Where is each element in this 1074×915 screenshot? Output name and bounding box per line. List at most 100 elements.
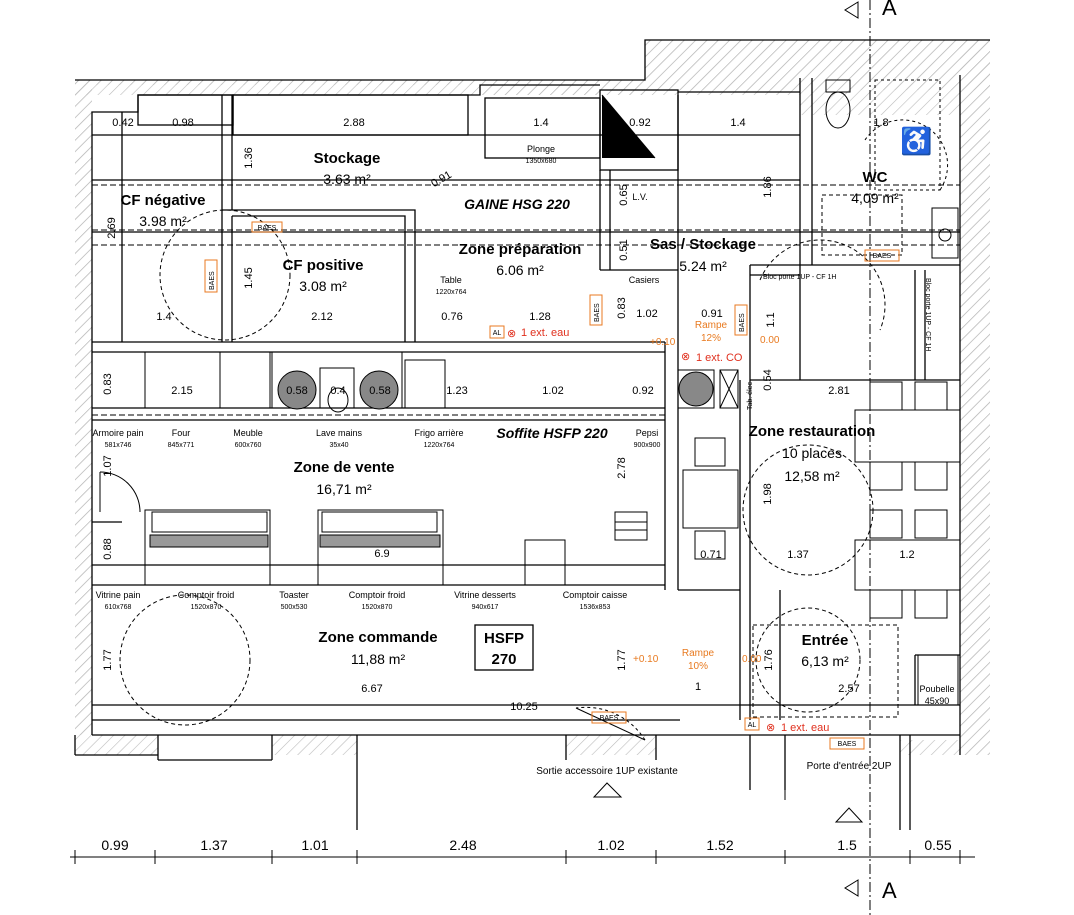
- dim-label: 0.88: [102, 538, 114, 559]
- baes-label: BAES: [258, 225, 277, 232]
- equip-table: Table: [440, 275, 462, 285]
- dim-label: 1.28: [529, 311, 550, 323]
- equip-comptoir-froid-2: Comptoir froid: [349, 590, 406, 600]
- tab-elec-label: Tab. élec: [747, 381, 754, 410]
- gaine-lines: [92, 184, 960, 416]
- sortie-accessoire-label: Sortie accessoire 1UP existante: [536, 766, 678, 777]
- hsfp-box-line1: HSFP: [484, 630, 524, 647]
- extinguisher-icon: ⊗: [766, 722, 775, 734]
- room-wc-area: 4,09 m²: [851, 190, 899, 206]
- dim-label: 1.76: [763, 649, 775, 670]
- room-labels: Stockage 3.63 m² CF négative 3.98 m² CF …: [120, 150, 899, 671]
- dim-label: 1: [695, 681, 701, 693]
- bottom-dim: 1.02: [597, 837, 624, 853]
- equip-toaster: Toaster: [279, 590, 309, 600]
- bottom-dim: 1.52: [706, 837, 733, 853]
- dim-label: 10.25: [510, 701, 538, 713]
- dim-label: 1.36: [243, 147, 255, 168]
- rampe-bottom-pct: 10%: [688, 661, 708, 672]
- level-000: 0.00: [760, 335, 780, 346]
- exterior-walls: [75, 40, 990, 755]
- ext-eau-label: 1 ext. eau: [521, 327, 569, 339]
- bottom-dim: 0.99: [101, 837, 128, 853]
- room-cf-positive-area: 3.08 m²: [299, 278, 347, 294]
- room-stockage-area: 3.63 m²: [323, 171, 371, 187]
- equip-comptoir-froid-1: Comptoir froid: [178, 590, 235, 600]
- room-vente-area: 16,71 m²: [316, 481, 372, 497]
- dim-label: 1.98: [762, 483, 774, 504]
- equip-comptoir-caisse: Comptoir caisse: [563, 590, 628, 600]
- equip-lave-mains: Lave mains: [316, 428, 363, 438]
- dim-label: 1.4: [730, 117, 745, 129]
- rampe-top-pct: 12%: [701, 333, 721, 344]
- room-sas-name: Sas / Stockage: [650, 236, 756, 253]
- equip-armoire-pain-size: 581x746: [105, 442, 132, 449]
- counters: [144, 509, 648, 586]
- room-cf-negative-name: CF négative: [120, 192, 205, 209]
- dim-label: 2.69: [106, 217, 118, 238]
- ext-co2-label: 1 ext. CO: [696, 352, 743, 364]
- dim-label: 0.98: [172, 117, 193, 129]
- dim-label: 1.23: [446, 385, 467, 397]
- wc-fixtures: [821, 79, 959, 259]
- equip-vitrine-pain-size: 610x768: [105, 604, 132, 611]
- dim-label: 1.07: [102, 455, 114, 476]
- bloc-porte-label: Bloc porte 1UP - CF 1H: [763, 274, 836, 281]
- rampe-top-name: Rampe: [695, 320, 728, 331]
- room-vente-name: Zone de vente: [294, 459, 395, 476]
- exit-arrow-2: [834, 807, 864, 823]
- dim-label: 1.45: [243, 267, 255, 288]
- equip-pepsi: Pepsi: [636, 428, 659, 438]
- dim-label: 1.1: [765, 312, 777, 327]
- equip-casiers: Casiers: [629, 275, 660, 285]
- hsfp-box-line2: 270: [491, 651, 516, 668]
- baes-label: BAES: [600, 715, 619, 722]
- bottom-dim: 1.5: [837, 837, 857, 853]
- baes-label: BAES: [838, 741, 857, 748]
- baes-label: BAES: [594, 303, 601, 322]
- equip-lave-mains-size: 35x40: [329, 442, 348, 449]
- equip-vitrine-desserts-size: 940x617: [472, 604, 499, 611]
- equip-vitrine-desserts: Vitrine desserts: [454, 590, 516, 600]
- room-entree-name: Entrée: [802, 632, 849, 649]
- dim-label: 0.91: [701, 308, 722, 320]
- extinguisher-icon: ⊗: [681, 351, 690, 363]
- dim-label: 2.15: [171, 385, 192, 397]
- baes-label: BAES: [739, 313, 746, 332]
- dim-label: 0.58: [369, 385, 390, 397]
- section-marker-bottom: A: [882, 878, 897, 903]
- dim-label: 2.12: [311, 311, 332, 323]
- wheelchair-icon: ♿: [900, 126, 932, 156]
- bottom-dimensions: 0.99 1.37 1.01 2.48 1.02 1.52 1.5 0.55: [101, 837, 951, 853]
- extinguisher-icon: ⊗: [507, 328, 516, 340]
- dim-label: 0.76: [441, 311, 462, 323]
- equip-four: Four: [172, 428, 191, 438]
- equip-meuble: Meuble: [233, 428, 263, 438]
- equip-armoire-pain: Armoire pain: [92, 428, 143, 438]
- equip-vitrine-pain: Vitrine pain: [96, 590, 141, 600]
- room-preparation-area: 6.06 m²: [496, 262, 544, 278]
- level-plus010: +0.10: [650, 337, 676, 348]
- equip-toaster-size: 500x530: [281, 604, 308, 611]
- dim-label: 1.77: [616, 649, 628, 670]
- room-commande-area: 11,88 m²: [351, 651, 406, 667]
- dim-label: 6.67: [361, 683, 382, 695]
- dim-label: 1.8: [873, 117, 888, 129]
- section-arrow-top: [844, 1, 859, 19]
- bottom-dim: 2.48: [449, 837, 476, 853]
- equip-frigo-arriere-size: 1220x764: [424, 442, 455, 449]
- doors: [99, 471, 901, 830]
- rampe-bottom-name: Rampe: [682, 648, 715, 659]
- dim-label: 0.71: [700, 549, 721, 561]
- dim-label: 0.92: [629, 117, 650, 129]
- dim-label: 0.83: [102, 373, 114, 394]
- dim-label: 0.4: [330, 385, 345, 397]
- room-stockage-name: Stockage: [314, 150, 381, 167]
- bottom-dimension-line: [70, 850, 975, 864]
- dim-label: 0.92: [632, 385, 653, 397]
- room-restauration-places: 10 places: [782, 445, 842, 461]
- dim-label: 1.02: [542, 385, 563, 397]
- room-entree-area: 6,13 m²: [801, 653, 849, 669]
- room-preparation-name: Zone préparation: [459, 241, 582, 258]
- room-wc-name: WC: [863, 169, 888, 186]
